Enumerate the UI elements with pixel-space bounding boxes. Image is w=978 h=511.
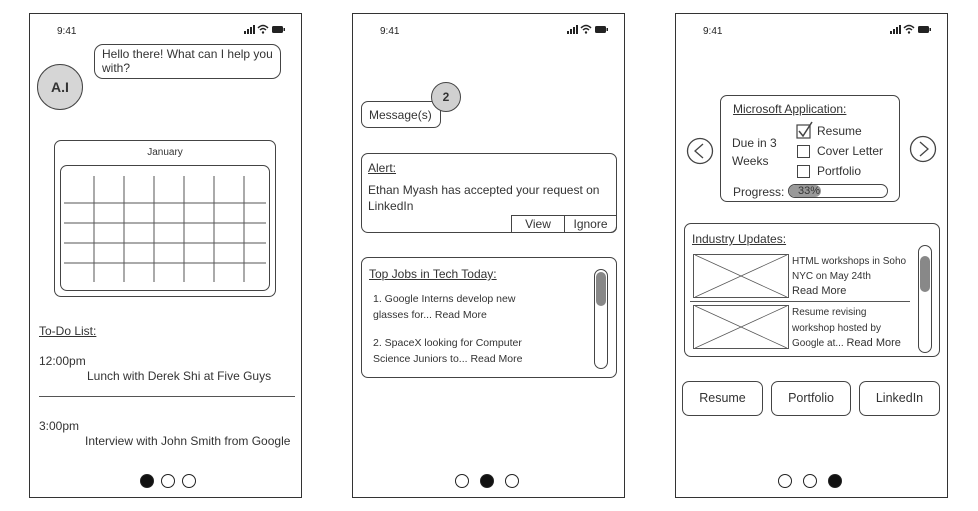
- checkbox-resume[interactable]: [796, 121, 816, 139]
- progress-fill: [789, 185, 822, 197]
- job-read-more-1[interactable]: Read More: [434, 309, 487, 321]
- todo-time-2: 3:00pm: [39, 419, 80, 433]
- todo-text-2[interactable]: Interview with John Smith from Google: [85, 434, 291, 448]
- calendar-grid: [60, 165, 270, 291]
- todo-time-1: 12:00pm: [39, 354, 86, 368]
- page-dot-2[interactable]: [803, 474, 817, 488]
- alert-text: Ethan Myash has accepted your request on…: [368, 183, 600, 213]
- ai-avatar[interactable]: A.I: [37, 64, 83, 110]
- progress-value: 33%: [798, 185, 821, 197]
- status-time: 9:41: [380, 26, 400, 37]
- view-button[interactable]: View: [511, 215, 564, 233]
- updates-title: Industry Updates:: [692, 232, 787, 246]
- page-dot-3[interactable]: [182, 474, 196, 488]
- messages-count-badge: 2: [431, 82, 461, 112]
- checklist-label-cover-letter: Cover Letter: [817, 144, 884, 158]
- alert-title: Alert:: [368, 161, 397, 175]
- update-item-2[interactable]: Resume revising workshop hosted by Googl…: [792, 305, 910, 352]
- job-item-1[interactable]: 1. Google Interns develop new glasses fo…: [373, 291, 548, 323]
- application-card: Microsoft Application: Due in 3 Weeks Re…: [720, 95, 900, 202]
- chat-bubble: Hello there! What can I help you with?: [94, 44, 281, 79]
- status-icons: [890, 24, 931, 34]
- todo-divider: [39, 396, 295, 397]
- updates-scrollbar[interactable]: [918, 245, 932, 353]
- checklist-label-resume: Resume: [817, 124, 862, 138]
- due-text: Due in 3 Weeks: [732, 136, 777, 168]
- industry-updates-card: Industry Updates: HTML workshops in Soho…: [684, 223, 940, 357]
- page-dot-3[interactable]: [505, 474, 519, 488]
- page-dot-3[interactable]: [828, 474, 842, 488]
- update-read-more-2[interactable]: Read More: [846, 337, 901, 349]
- jobs-title: Top Jobs in Tech Today:: [369, 267, 497, 281]
- checkbox-cover-letter[interactable]: [797, 145, 810, 158]
- job-text-1: 1. Google Interns develop new glasses fo…: [373, 293, 516, 321]
- portfolio-button[interactable]: Portfolio: [771, 381, 851, 416]
- update-text-2: Resume revising workshop hosted by Googl…: [792, 307, 881, 349]
- progress-bar: 33%: [788, 184, 888, 198]
- job-item-2[interactable]: 2. SpaceX looking for Computer Science J…: [373, 335, 548, 367]
- update-item-1[interactable]: HTML workshops in Soho NYC on May 24th R…: [792, 254, 910, 299]
- status-time: 9:41: [57, 26, 77, 37]
- checkbox-portfolio[interactable]: [797, 165, 810, 178]
- page-dot-1[interactable]: [455, 474, 469, 488]
- calendar-month: January: [147, 147, 183, 158]
- linkedin-button[interactable]: LinkedIn: [859, 381, 940, 416]
- page-dot-2[interactable]: [480, 474, 494, 488]
- update-image-placeholder-2: [693, 305, 789, 349]
- todo-text-1[interactable]: Lunch with Derek Shi at Five Guys: [87, 369, 272, 383]
- calendar-grid-lines: [64, 176, 266, 282]
- phone-screen-notifications: 9:41 Message(s) 2 Alert: Ethan Myash has…: [352, 13, 625, 498]
- checklist-label-portfolio: Portfolio: [817, 164, 862, 178]
- status-icons: [567, 24, 608, 34]
- job-read-more-2[interactable]: Read More: [470, 353, 523, 365]
- phone-screen-home: 9:41 Hello there! What can I help you wi…: [29, 13, 302, 498]
- messages-label: Message(s): [369, 108, 432, 122]
- update-read-more-1[interactable]: Read More: [792, 285, 847, 297]
- resume-button[interactable]: Resume: [682, 381, 763, 416]
- ignore-button[interactable]: Ignore: [564, 215, 617, 233]
- page-dot-1[interactable]: [140, 474, 154, 488]
- phone-screen-applications: 9:41 Microsoft Application: Due in 3 Wee…: [675, 13, 948, 498]
- jobs-scrollbar[interactable]: [594, 269, 608, 369]
- update-text-1: HTML workshops in Soho NYC on May 24th: [792, 256, 907, 282]
- application-title: Microsoft Application:: [733, 102, 847, 116]
- job-text-2: 2. SpaceX looking for Computer Science J…: [373, 337, 522, 365]
- calendar-widget[interactable]: January: [54, 140, 276, 297]
- alert-card: Alert: Ethan Myash has accepted your req…: [361, 153, 617, 233]
- progress-label: Progress:: [733, 185, 785, 199]
- avatar-label: A.I: [51, 79, 69, 95]
- updates-divider: [690, 301, 910, 302]
- chat-message: Hello there! What can I help you with?: [102, 47, 273, 75]
- messages-count: 2: [442, 90, 450, 104]
- chevron-right-icon[interactable]: [909, 135, 937, 163]
- chevron-left-icon[interactable]: [686, 137, 714, 165]
- status-time: 9:41: [703, 26, 723, 37]
- jobs-scroll-thumb[interactable]: [596, 272, 606, 306]
- updates-scroll-thumb[interactable]: [920, 256, 930, 292]
- page-dot-1[interactable]: [778, 474, 792, 488]
- update-image-placeholder-1: [693, 254, 789, 298]
- top-jobs-card: Top Jobs in Tech Today: 1. Google Intern…: [361, 257, 617, 378]
- todo-title: To-Do List:: [39, 324, 97, 338]
- status-icons: [244, 24, 285, 34]
- messages-button[interactable]: Message(s): [361, 101, 441, 128]
- page-dot-2[interactable]: [161, 474, 175, 488]
